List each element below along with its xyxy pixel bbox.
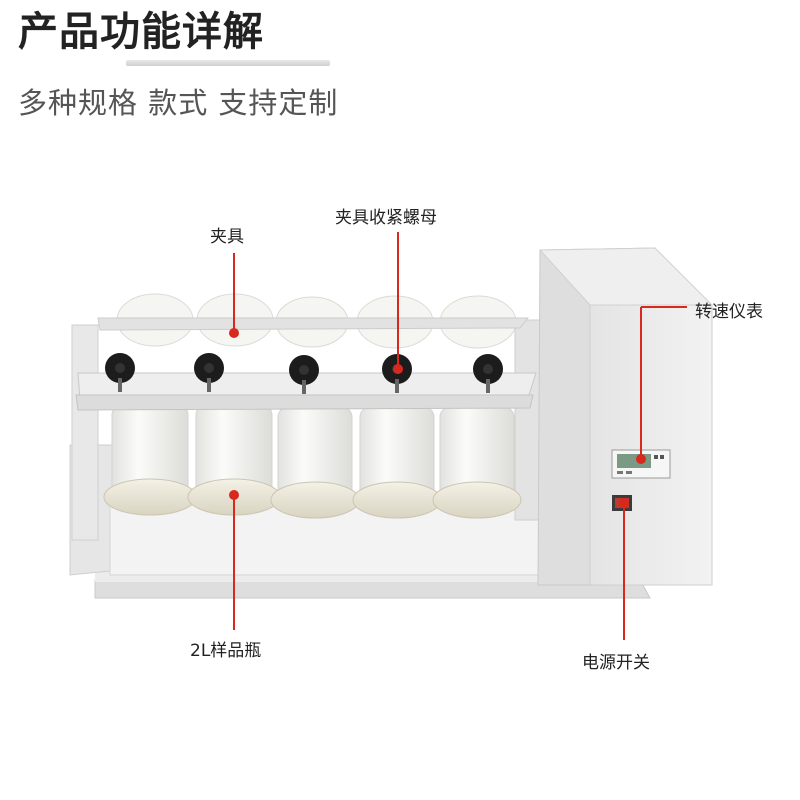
- sample-bottle: [432, 406, 522, 519]
- sample-bottle: [187, 404, 281, 516]
- clamp-bar-top: [97, 317, 530, 331]
- callout-label-speed-meter: 转速仪表: [695, 302, 763, 322]
- sample-bottle: [352, 406, 442, 519]
- sample-bottle: [103, 404, 197, 516]
- clamp-nut-knobs: [105, 353, 503, 394]
- callout-label-clamp: 夹具: [210, 227, 244, 247]
- sample-bottle: [270, 406, 360, 519]
- side-frame-left: [71, 324, 99, 541]
- callout-label-clamp-nut: 夹具收紧螺母: [335, 208, 437, 228]
- bottle-support-bar: [75, 394, 534, 411]
- page-subtitle: 多种规格 款式 支持定制: [18, 86, 339, 120]
- callout-dot-clamp-nut: [393, 364, 403, 374]
- callout-lines: [229, 232, 687, 640]
- clamp-nut-knob: [473, 354, 503, 393]
- callout-dot-speed-meter: [636, 454, 646, 464]
- page-title: 产品功能详解: [18, 9, 264, 55]
- callout-label-power-switch: 电源开关: [582, 653, 650, 673]
- clamp-nut-knob: [105, 353, 135, 392]
- clamp-nut-knob: [289, 355, 319, 394]
- callout-dot-clamp: [229, 328, 239, 338]
- sample-bottles: [103, 404, 522, 519]
- side-frame-right: [514, 319, 542, 521]
- title-underline: [126, 60, 330, 66]
- callout-dot-sample-bottle: [229, 490, 239, 500]
- clamp-nut-knob: [194, 353, 224, 392]
- callout-label-sample-bottle: 2L样品瓶: [190, 641, 262, 661]
- callout-dot-power-switch: [619, 498, 629, 508]
